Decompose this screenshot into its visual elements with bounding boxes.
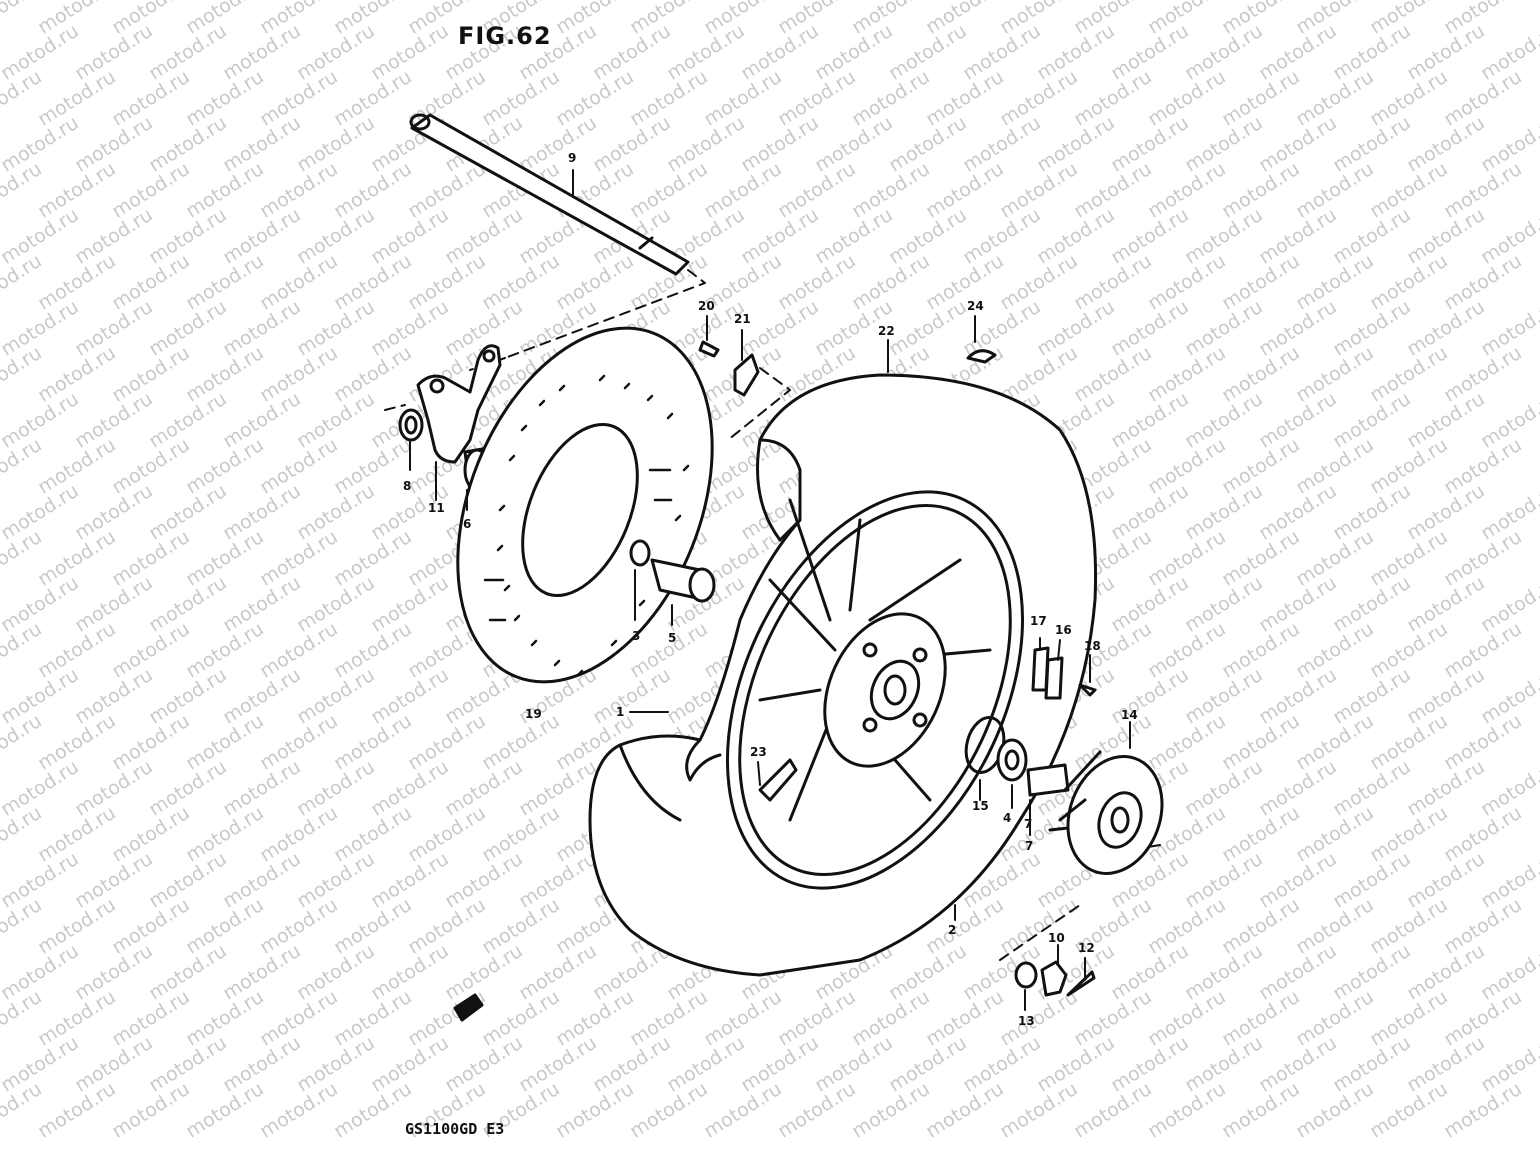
cotter-pin-part (1066, 970, 1096, 997)
part-label-21: 21 (734, 312, 751, 326)
valve-part (758, 758, 798, 802)
part-label-15: 15 (972, 799, 989, 813)
part-label-1: 1 (616, 705, 625, 719)
part-label-14: 14 (1121, 708, 1138, 722)
figure-title: FIG.62 (458, 22, 552, 50)
nut-part (1040, 960, 1068, 997)
part-label-4: 4 (1003, 811, 1012, 825)
hub-flange-part (1048, 750, 1164, 875)
clip-part (1078, 683, 1097, 697)
spacer-part (398, 408, 424, 442)
part-label-18: 18 (1084, 639, 1101, 653)
model-code: GS1100GD E3 (405, 1120, 505, 1138)
wheel-rim-part (725, 490, 1025, 890)
washer-part (1014, 961, 1038, 989)
part-label-9: 9 (568, 151, 577, 165)
part-label-11: 11 (428, 501, 445, 515)
axle-part (409, 113, 690, 276)
plate-part (1044, 656, 1064, 700)
part-label-16: 16 (1055, 623, 1072, 637)
forward-arrow-icon (453, 993, 484, 1022)
part-label-22: 22 (878, 324, 895, 338)
part-label-23: 23 (750, 745, 767, 759)
part-label-7b: 7 (1024, 817, 1033, 831)
part-label-19: 19 (525, 707, 542, 721)
part-label-7a: 7 (1025, 839, 1034, 853)
part-label-6: 6 (463, 517, 472, 531)
bearing-part (996, 738, 1028, 782)
lock-washer-part (733, 353, 760, 397)
part-label-5: 5 (668, 631, 677, 645)
balance-weight-part (966, 349, 997, 364)
part-label-17: 17 (1030, 614, 1047, 628)
bolt-part (629, 539, 651, 567)
bolt-part (698, 340, 720, 358)
brake-disc-part (456, 326, 714, 684)
part-label-20: 20 (698, 299, 715, 313)
part-label-10: 10 (1048, 931, 1065, 945)
part-label-2: 2 (948, 923, 957, 937)
spacer-part (1026, 763, 1070, 797)
caliper-bracket-part (416, 344, 502, 464)
part-label-13: 13 (1018, 1014, 1035, 1028)
part-label-3: 3 (632, 629, 641, 643)
part-label-24: 24 (967, 299, 984, 313)
part-label-8: 8 (403, 479, 412, 493)
part-label-12: 12 (1078, 941, 1095, 955)
